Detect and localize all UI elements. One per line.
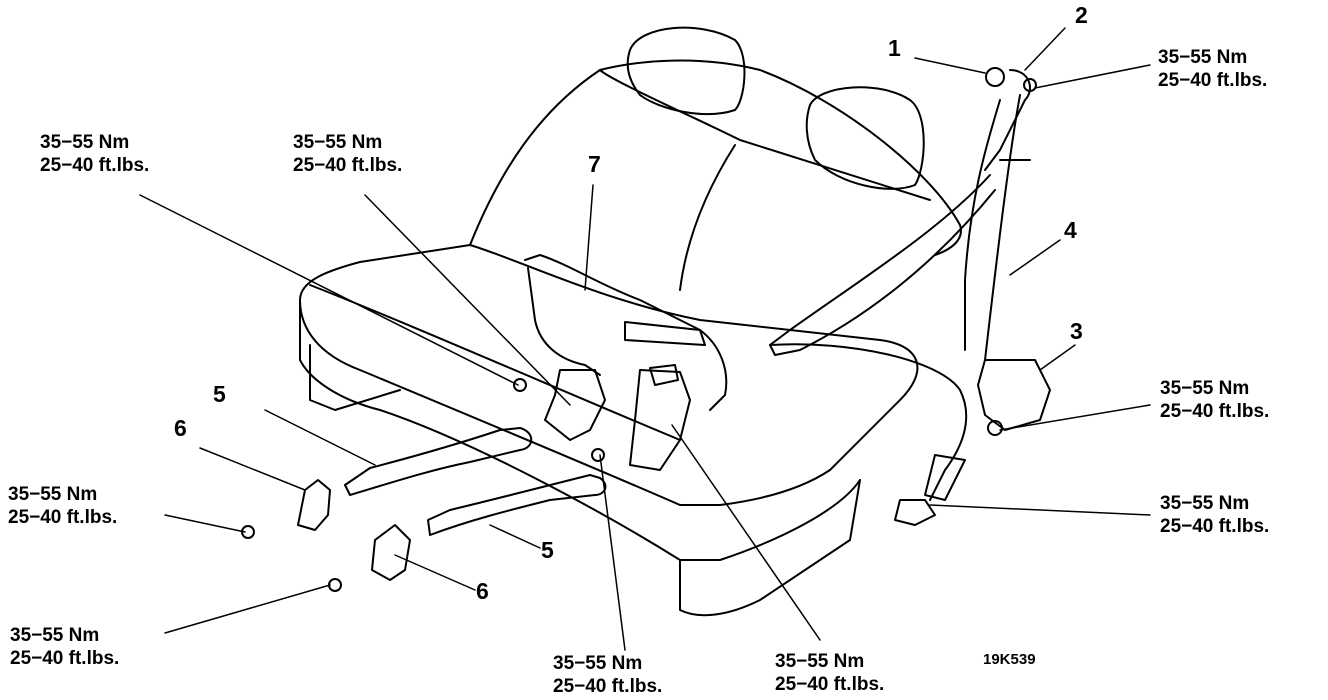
retractor-bolt (987, 420, 1003, 436)
bolt-left-lower (328, 578, 342, 592)
torque-label-retractor: 35−55 Nm 25−40 ft.lbs. (1160, 377, 1269, 423)
anchor-bolt (1023, 78, 1037, 92)
torque-label-hinge-upper: 35−55 Nm 25−40 ft.lbs. (8, 483, 117, 529)
shoulder-belt-webbing (984, 94, 1031, 361)
leader-torque-f (164, 514, 246, 533)
anchor-strap (924, 454, 966, 501)
torque-nm: 35−55 Nm (1158, 47, 1248, 68)
torque-ftlbs: 25−40 ft.lbs. (293, 155, 403, 176)
buckle-tongue (624, 321, 706, 346)
retractor (977, 359, 1051, 431)
torque-label-center-bolt: 35−55 Nm 25−40 ft.lbs. (553, 652, 662, 698)
figure-code: 19K539 (983, 651, 1036, 668)
torque-nm: 35−55 Nm (10, 625, 100, 646)
torque-label-buckle-left: 35−55 Nm 25−40 ft.lbs. (293, 131, 402, 177)
part-number-6-upper: 6 (174, 415, 187, 441)
leader-torque-a (1034, 64, 1151, 89)
leader-5a (264, 409, 376, 466)
torque-ftlbs: 25−40 ft.lbs. (8, 507, 118, 528)
torque-ftlbs: 25−40 ft.lbs. (775, 674, 885, 695)
torque-label-upper-anchor: 35−55 Nm 25−40 ft.lbs. (1158, 46, 1267, 92)
torque-nm: 35−55 Nm (775, 651, 865, 672)
leader-4 (1009, 239, 1061, 276)
buckle-body-left (544, 369, 606, 441)
part-number-2: 2 (1075, 2, 1088, 28)
torque-ftlbs: 25−40 ft.lbs. (553, 676, 663, 697)
torque-ftlbs: 25−40 ft.lbs. (1160, 516, 1270, 537)
torque-nm: 35−55 Nm (40, 132, 130, 153)
bolt-center (591, 448, 605, 462)
torque-nm: 35−55 Nm (293, 132, 383, 153)
torque-ftlbs: 25−40 ft.lbs. (1158, 70, 1268, 91)
torque-nm: 35−55 Nm (1160, 378, 1250, 399)
part-number-3: 3 (1070, 318, 1083, 344)
hinge-plate-upper (297, 479, 331, 531)
leader-1 (914, 57, 986, 74)
part-number-5-upper: 5 (213, 381, 226, 407)
torque-label-lower-anchor: 35−55 Nm 25−40 ft.lbs. (1160, 492, 1269, 538)
seat-bracket-lower (427, 474, 607, 536)
torque-ftlbs: 25−40 ft.lbs. (10, 648, 120, 669)
leader-3 (1039, 344, 1076, 371)
seat-cushion-top (299, 244, 919, 506)
bolt-cushion (513, 378, 527, 392)
lap-belt (769, 343, 968, 501)
part-number-7: 7 (588, 151, 601, 177)
d-ring-anchor (984, 69, 1031, 171)
part-number-1: 1 (888, 35, 901, 61)
hinge-plate-lower (371, 524, 411, 581)
headrest-right (805, 86, 925, 190)
headrest-left (626, 26, 746, 116)
seat-back-divider (679, 144, 736, 291)
lower-anchor (894, 499, 936, 526)
torque-ftlbs: 25−40 ft.lbs. (40, 155, 150, 176)
leader-2 (1024, 27, 1066, 71)
leader-torque-i (671, 424, 821, 641)
buckle-latch (649, 364, 679, 386)
buckle-belt-left (524, 254, 728, 411)
part-number-4: 4 (1064, 217, 1077, 243)
part-number-6-lower: 6 (476, 578, 489, 604)
leader-torque-e (929, 504, 1151, 516)
shoulder-belt-diagonal (769, 174, 996, 356)
shoulder-belt-upper (964, 99, 1001, 351)
seat-frame (309, 344, 861, 617)
leader-6a (199, 447, 306, 491)
leader-torque-d (999, 404, 1151, 431)
torque-nm: 35−55 Nm (8, 484, 98, 505)
leader-torque-h (599, 454, 626, 651)
leader-torque-c (364, 194, 571, 406)
anchor-nut (985, 67, 1005, 87)
torque-label-buckle-right: 35−55 Nm 25−40 ft.lbs. (775, 650, 884, 696)
seat-back-inner-line (599, 69, 931, 201)
buckle-strap-left (527, 267, 601, 376)
seat-bracket-upper (344, 427, 533, 496)
torque-nm: 35−55 Nm (1160, 493, 1250, 514)
torque-ftlbs: 25−40 ft.lbs. (1160, 401, 1270, 422)
leader-torque-b (139, 194, 519, 386)
part-number-5-lower: 5 (541, 537, 554, 563)
seat-cushion-front (299, 299, 861, 561)
buckle-body-right (629, 369, 691, 471)
leader-5b (489, 524, 541, 549)
leader-7 (584, 184, 594, 291)
torque-nm: 35−55 Nm (553, 653, 643, 674)
seat-back-outline (469, 59, 962, 256)
leader-6b (394, 554, 476, 591)
torque-label-cushion-bolt: 35−55 Nm 25−40 ft.lbs. (40, 131, 149, 177)
torque-label-hinge-lower: 35−55 Nm 25−40 ft.lbs. (10, 624, 119, 670)
leader-torque-g (164, 584, 331, 634)
